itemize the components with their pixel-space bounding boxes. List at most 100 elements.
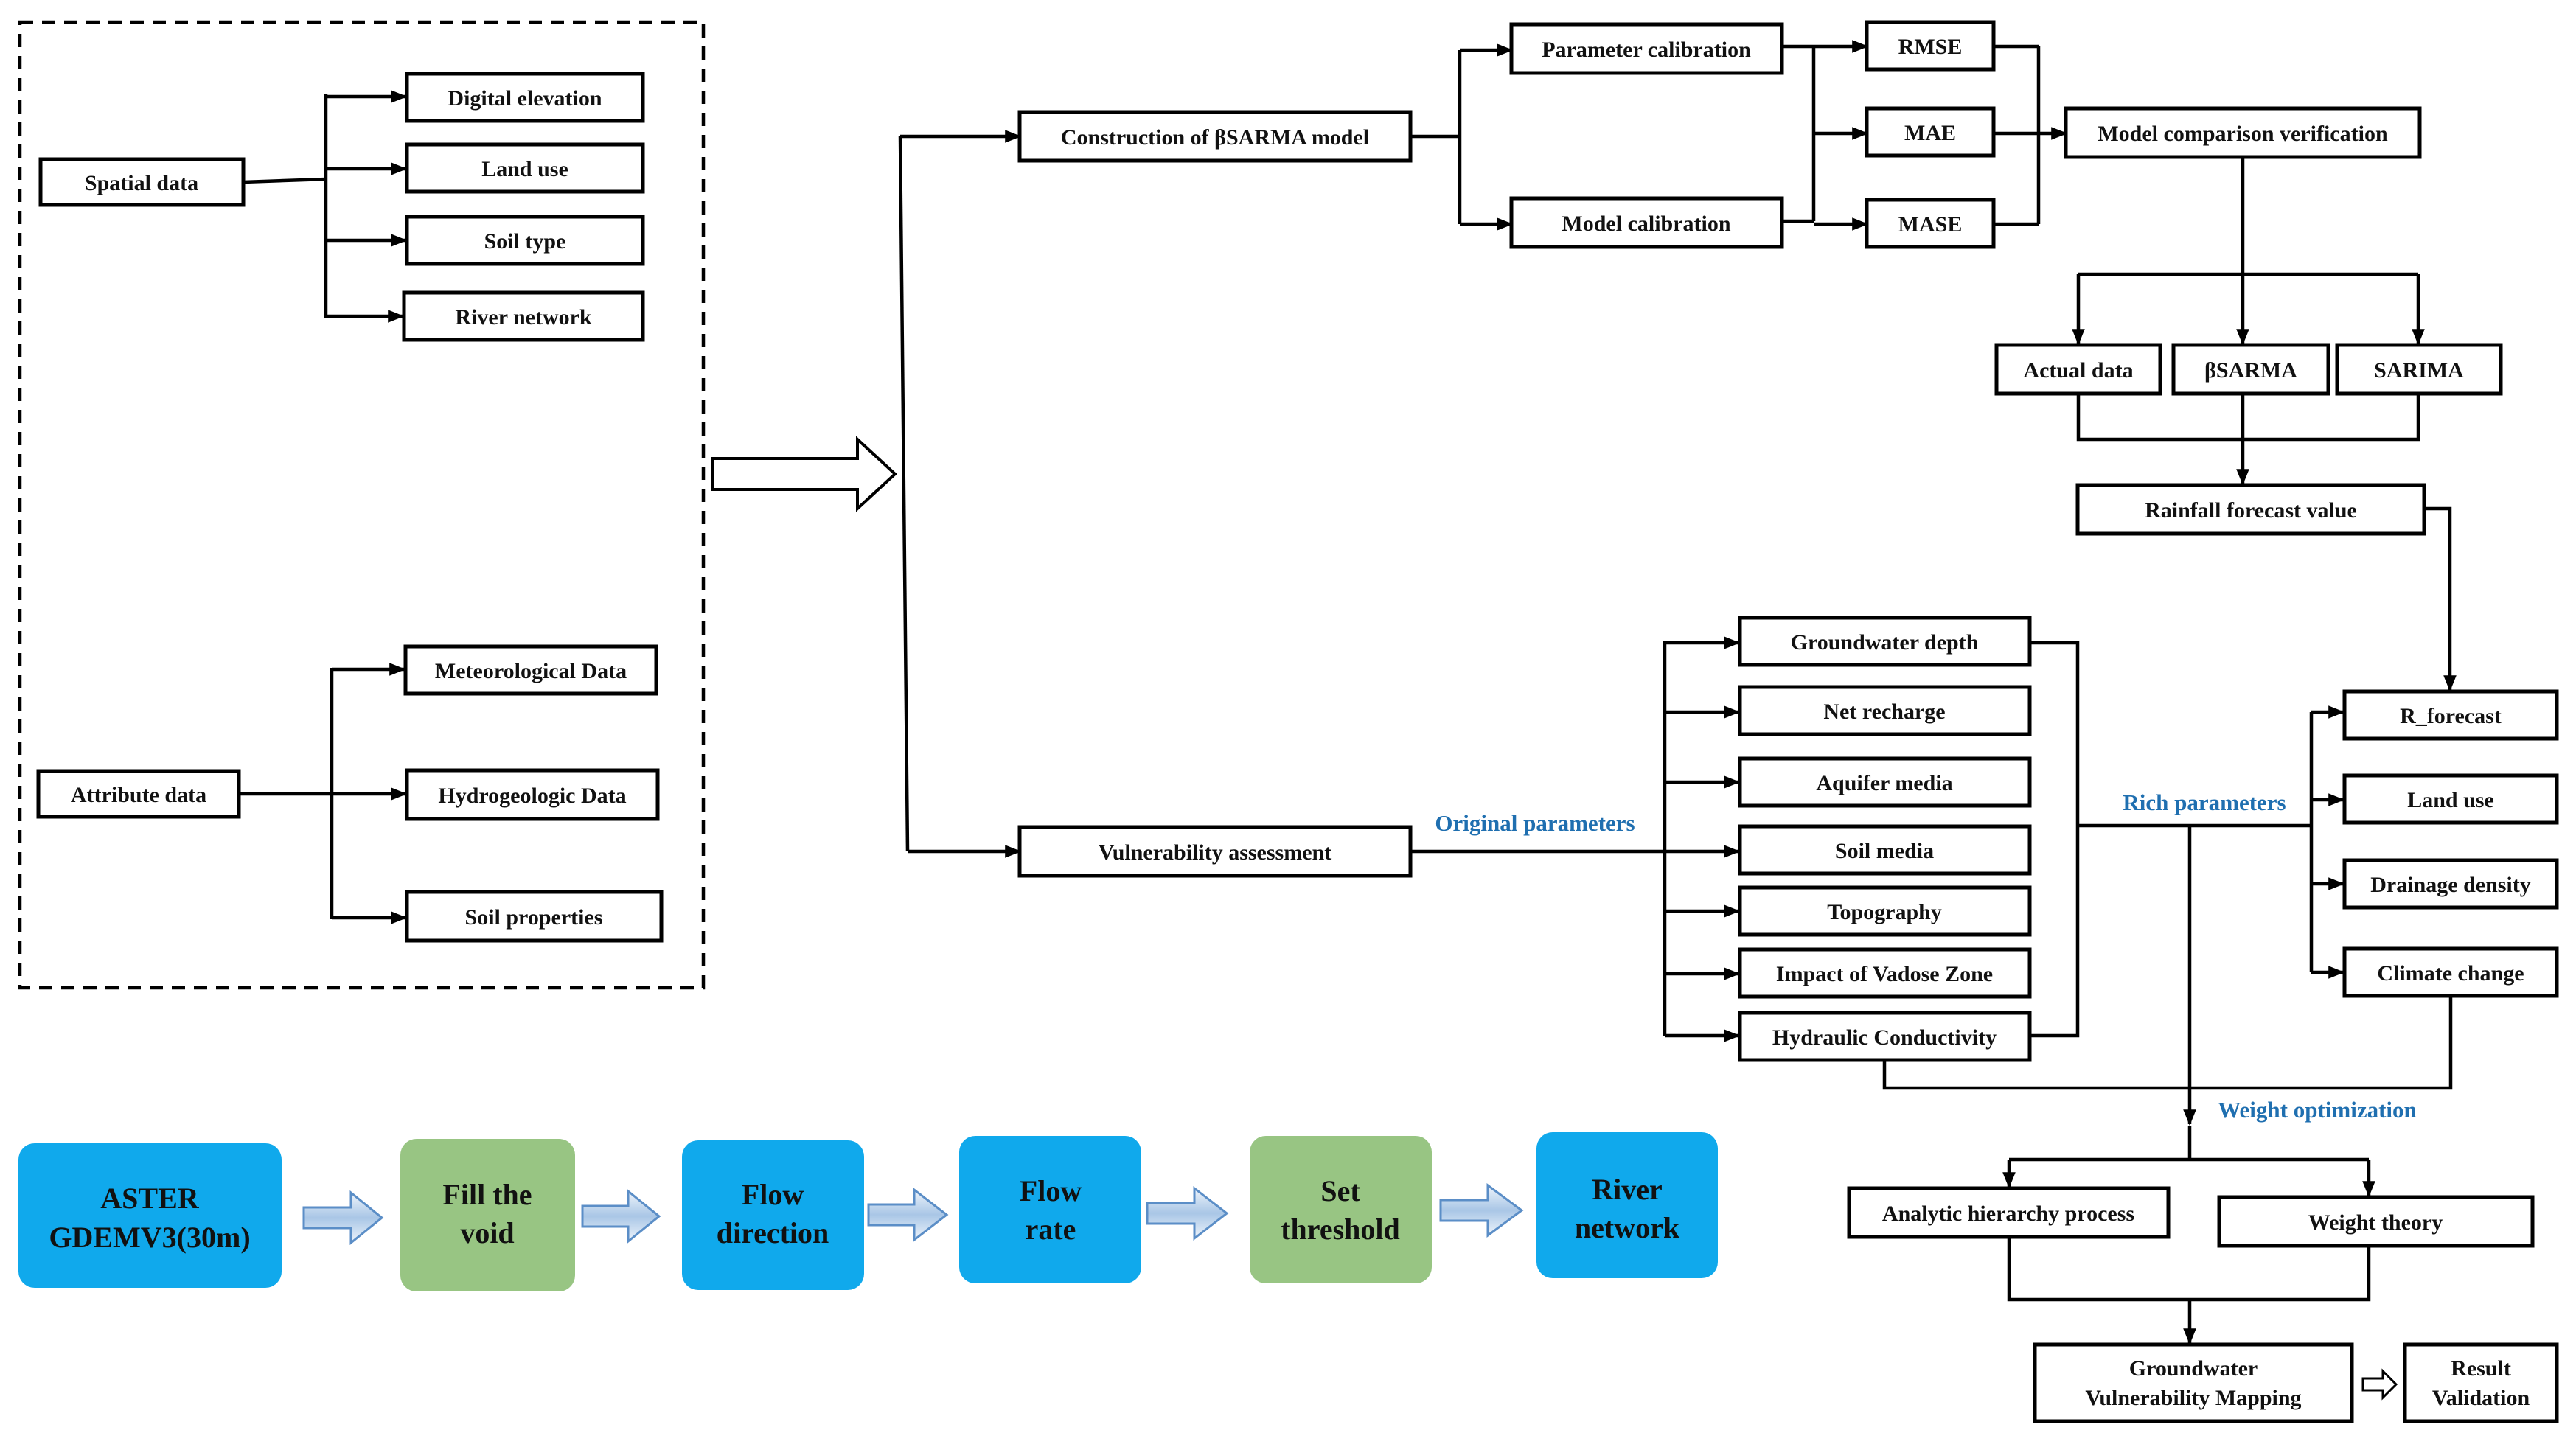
rich-drainage-density: Drainage density bbox=[2342, 858, 2559, 910]
svg-text:Meteorological Data: Meteorological Data bbox=[435, 659, 627, 683]
pipeline-arrow-4 bbox=[1146, 1185, 1229, 1241]
svg-text:Analytic hierarchy process: Analytic hierarchy process bbox=[1882, 1202, 2134, 1226]
attribute-item-hydrogeologic: Hydrogeologic Data bbox=[405, 768, 660, 821]
forecast-merge bbox=[2076, 394, 2420, 442]
svg-text:Land use: Land use bbox=[2407, 788, 2494, 812]
spatial-item-soil-type: Soil type bbox=[405, 215, 645, 266]
svg-text:Soil properties: Soil properties bbox=[465, 905, 603, 930]
weight-split bbox=[2009, 1126, 2369, 1162]
svg-text:Model calibration: Model calibration bbox=[1562, 212, 1730, 236]
construction-box: Construction of βSARMA model bbox=[1017, 110, 1413, 163]
mapping-box: Groundwater Vulnerability Mapping bbox=[2033, 1342, 2354, 1423]
rich-climate-change: Climate change bbox=[2342, 946, 2559, 998]
comparison-down bbox=[2078, 157, 2418, 276]
attribute-item-meteorological: Meteorological Data bbox=[403, 644, 658, 696]
svg-text:Vulnerability Mapping: Vulnerability Mapping bbox=[2085, 1386, 2301, 1410]
pipeline-step-fill-void: Fill the void bbox=[400, 1139, 575, 1291]
rich-r-forecast: R_forecast bbox=[2342, 689, 2559, 741]
weight-theory-box: Weight theory bbox=[2217, 1195, 2535, 1248]
rmse-box: RMSE bbox=[1865, 20, 1996, 72]
attribute-item-soil-properties: Soil properties bbox=[405, 890, 664, 943]
svg-text:Flow: Flow bbox=[742, 1178, 804, 1211]
pipeline-step-set-threshold: Set threshold bbox=[1250, 1136, 1432, 1283]
original-parameters-label: Original parameters bbox=[1435, 810, 1635, 836]
svg-text:Weight theory: Weight theory bbox=[2308, 1210, 2443, 1235]
param-topography: Topography bbox=[1738, 885, 2032, 937]
param-calibration-box: Parameter calibration bbox=[1509, 22, 1784, 75]
svg-text:Actual data: Actual data bbox=[2023, 358, 2133, 383]
attribute-data-box: Attribute data bbox=[36, 769, 241, 819]
pipeline-step-river-network: River network bbox=[1536, 1132, 1718, 1278]
svg-text:Model comparison verification: Model comparison verification bbox=[2098, 122, 2388, 146]
svg-text:Land use: Land use bbox=[481, 157, 568, 181]
actual-data-box: Actual data bbox=[1994, 343, 2162, 396]
svg-text:ASTER: ASTER bbox=[100, 1182, 199, 1215]
svg-text:Construction of βSARMA model: Construction of βSARMA model bbox=[1061, 125, 1369, 150]
svg-text:void: void bbox=[460, 1216, 514, 1249]
ahp-box: Analytic hierarchy process bbox=[1847, 1186, 2171, 1239]
param-net-recharge: Net recharge bbox=[1738, 685, 2032, 736]
data-input-region bbox=[18, 20, 706, 990]
svg-text:Soil media: Soil media bbox=[1835, 839, 1934, 863]
svg-text:Hydraulic Conductivity: Hydraulic Conductivity bbox=[1772, 1025, 1997, 1050]
spatial-trunk bbox=[243, 94, 328, 318]
construction-to-calibration bbox=[1410, 50, 1462, 224]
attribute-data-group: Attribute data Meteorological Data Hydro… bbox=[36, 644, 664, 943]
calibration-metrics-trunk bbox=[1782, 44, 1816, 223]
svg-text:Spatial data: Spatial data bbox=[85, 171, 198, 195]
svg-text:SARIMA: SARIMA bbox=[2374, 358, 2464, 383]
bsarma-box: βSARMA bbox=[2171, 343, 2330, 396]
pipeline-arrow-2 bbox=[581, 1188, 661, 1244]
svg-text:direction: direction bbox=[717, 1216, 829, 1249]
original-to-rich bbox=[2030, 641, 2314, 1038]
svg-text:Set: Set bbox=[1320, 1174, 1360, 1207]
vulnerability-box: Vulnerability assessment bbox=[1017, 825, 1413, 878]
comparison-box: Model comparison verification bbox=[2064, 106, 2422, 159]
pipeline-step-flow-direction: Flow direction bbox=[682, 1140, 864, 1290]
result-small-arrow bbox=[2361, 1368, 2398, 1401]
pipeline-step-flow-rate: Flow rate bbox=[959, 1136, 1141, 1283]
arrow-forecast-to-rforecast bbox=[2424, 506, 2457, 692]
svg-text:Groundwater: Groundwater bbox=[2129, 1356, 2258, 1381]
svg-text:Digital elevation: Digital elevation bbox=[448, 86, 602, 111]
spatial-item-land-use: Land use bbox=[405, 142, 645, 194]
svg-text:Flow: Flow bbox=[1020, 1174, 1082, 1207]
svg-text:Hydrogeologic Data: Hydrogeologic Data bbox=[438, 784, 626, 808]
svg-text:R_forecast: R_forecast bbox=[2400, 704, 2502, 728]
param-groundwater-depth: Groundwater depth bbox=[1738, 616, 2032, 667]
pipeline-arrow-5 bbox=[1439, 1183, 1524, 1238]
sarima-box: SARIMA bbox=[2335, 343, 2503, 396]
svg-text:threshold: threshold bbox=[1281, 1213, 1400, 1246]
metrics-merge bbox=[1994, 44, 2041, 226]
mae-box: MAE bbox=[1865, 106, 1996, 158]
svg-text:GDEMV3(30m): GDEMV3(30m) bbox=[49, 1221, 250, 1254]
svg-text:MASE: MASE bbox=[1898, 212, 1963, 237]
result-box: Result Validation bbox=[2403, 1342, 2559, 1423]
pipeline-step-aster: ASTER GDEMV3(30m) bbox=[18, 1143, 282, 1288]
svg-text:Fill the: Fill the bbox=[442, 1178, 532, 1211]
pipeline-arrow-3 bbox=[867, 1187, 949, 1243]
param-hydraulic-conductivity: Hydraulic Conductivity bbox=[1738, 1011, 2032, 1062]
svg-text:Impact of Vadose Zone: Impact of Vadose Zone bbox=[1776, 962, 1993, 986]
rich-land-use: Land use bbox=[2342, 773, 2559, 825]
spatial-data-box: Spatial data bbox=[38, 157, 246, 207]
big-hollow-arrow bbox=[711, 436, 897, 512]
svg-text:Topography: Topography bbox=[1827, 900, 1942, 924]
svg-text:Vulnerability assessment: Vulnerability assessment bbox=[1099, 840, 1331, 865]
pipeline-arrows bbox=[302, 1183, 1524, 1246]
svg-text:Validation: Validation bbox=[2432, 1386, 2530, 1410]
svg-text:Groundwater depth: Groundwater depth bbox=[1791, 630, 1979, 655]
svg-text:βSARMA: βSARMA bbox=[2204, 358, 2297, 383]
attribute-trunk bbox=[239, 668, 334, 919]
model-calibration-box: Model calibration bbox=[1509, 196, 1784, 249]
svg-text:rate: rate bbox=[1026, 1213, 1076, 1246]
mase-box: MASE bbox=[1865, 198, 1996, 249]
rich-to-weight-bottom bbox=[1882, 996, 2453, 1090]
spatial-data-group: Spatial data Digital elevation Land use … bbox=[38, 72, 645, 342]
svg-text:Rainfall forecast value: Rainfall forecast value bbox=[2145, 498, 2357, 523]
svg-text:MAE: MAE bbox=[1904, 121, 1956, 145]
svg-text:network: network bbox=[1575, 1211, 1680, 1244]
svg-text:Soil type: Soil type bbox=[484, 229, 566, 254]
svg-text:River network: River network bbox=[455, 305, 592, 330]
